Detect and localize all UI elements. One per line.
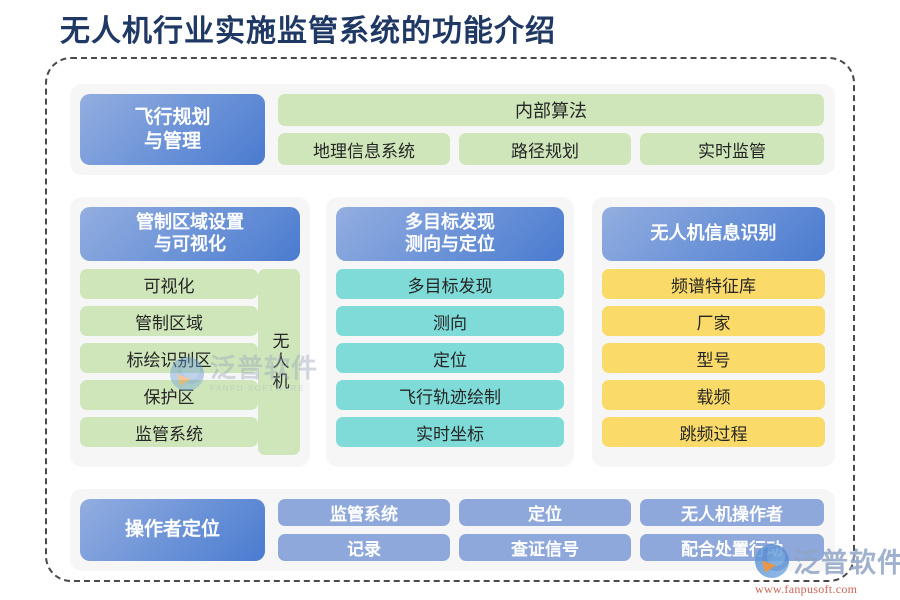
uav-vertical-label: 无人机: [258, 269, 300, 455]
flight-planning-label: 飞行规划与管理: [80, 94, 265, 165]
uav-info-recognition-item-list: 频谱特征库 厂家 型号 载频 跳频过程: [602, 269, 825, 447]
flight-planning-item[interactable]: 路径规划: [459, 133, 631, 165]
multi-target-item[interactable]: 实时坐标: [336, 417, 564, 447]
control-zone-header: 管制区域设置与可视化: [80, 207, 300, 261]
operator-locating-item[interactable]: 配合处置行动: [640, 534, 824, 561]
control-zone-item[interactable]: 保护区: [80, 380, 258, 410]
operator-locating-item[interactable]: 记录: [278, 534, 450, 561]
operator-locating-label: 操作者定位: [80, 499, 265, 561]
operator-locating-row: 操作者定位 监管系统 定位 无人机操作者 记录 查证信号 配合处置行动: [70, 489, 835, 571]
multi-target-item[interactable]: 多目标发现: [336, 269, 564, 299]
flight-planning-item[interactable]: 地理信息系统: [278, 133, 450, 165]
operator-locating-item[interactable]: 定位: [459, 499, 631, 526]
control-zone-item[interactable]: 监管系统: [80, 417, 258, 447]
multi-target-header: 多目标发现测向与定位: [336, 207, 564, 261]
multi-target-item[interactable]: 飞行轨迹绘制: [336, 380, 564, 410]
multi-target-item[interactable]: 定位: [336, 343, 564, 373]
flight-planning-row: 飞行规划与管理 内部算法 地理信息系统 路径规划 实时监管: [70, 84, 835, 175]
control-zone-column: 管制区域设置与可视化 可视化 管制区域 标绘识别区 保护区 监管系统 无人机: [70, 197, 310, 467]
uav-info-item[interactable]: 频谱特征库: [602, 269, 825, 299]
uav-info-recognition-header: 无人机信息识别: [602, 207, 825, 261]
flight-planning-wide-item[interactable]: 内部算法: [278, 94, 824, 126]
multi-target-item[interactable]: 测向: [336, 306, 564, 336]
uav-info-item[interactable]: 型号: [602, 343, 825, 373]
multi-target-item-list: 多目标发现 测向 定位 飞行轨迹绘制 实时坐标: [336, 269, 564, 447]
uav-info-item[interactable]: 跳频过程: [602, 417, 825, 447]
multi-target-column: 多目标发现测向与定位 多目标发现 测向 定位 飞行轨迹绘制 实时坐标: [326, 197, 574, 467]
uav-info-item[interactable]: 厂家: [602, 306, 825, 336]
operator-locating-item[interactable]: 查证信号: [459, 534, 631, 561]
control-zone-item[interactable]: 标绘识别区: [80, 343, 258, 373]
operator-locating-item[interactable]: 监管系统: [278, 499, 450, 526]
uav-info-item[interactable]: 载频: [602, 380, 825, 410]
control-zone-item[interactable]: 可视化: [80, 269, 258, 299]
watermark-url: www.fanpusoft.com: [755, 582, 858, 596]
diagram-dashed-frame: [45, 57, 855, 582]
flight-planning-item[interactable]: 实时监管: [640, 133, 824, 165]
operator-locating-item[interactable]: 无人机操作者: [640, 499, 824, 526]
control-zone-item[interactable]: 管制区域: [80, 306, 258, 336]
control-zone-item-list: 可视化 管制区域 标绘识别区 保护区 监管系统: [80, 269, 258, 447]
uav-info-recognition-column: 无人机信息识别 频谱特征库 厂家 型号 载频 跳频过程: [592, 197, 835, 467]
page-title: 无人机行业实施监管系统的功能介绍: [60, 15, 556, 48]
